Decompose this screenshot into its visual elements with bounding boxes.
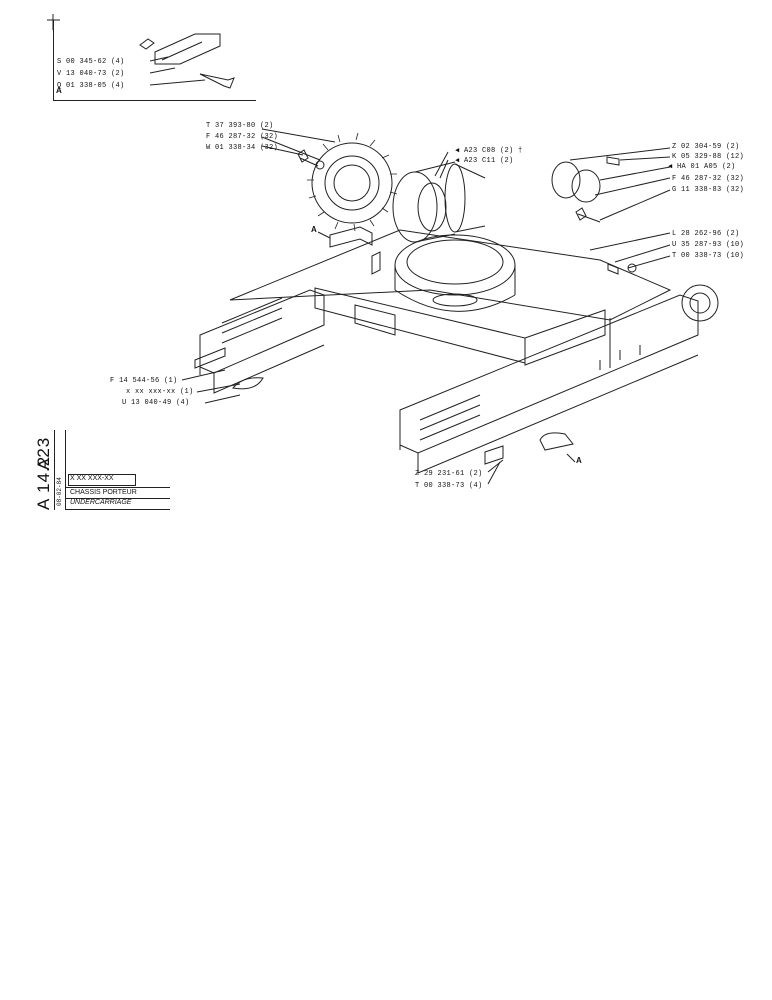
inset-label-2: V 13 040-73 (2) [57,70,125,78]
callout-bottom-1: Z 29 231-61 (2) [415,470,483,478]
callout-right-6: L 28 262-96 (2) [672,230,740,238]
callout-right-5: G 11 338-83 (32) [672,186,745,194]
callout-right-4: F 46 287-32 (32) [672,175,745,183]
sheet-code-bottom: A 14.2 [34,455,53,510]
callout-ref-c11: ◀ A23 C11 (2) [455,157,514,165]
inset-letter: A [56,86,62,95]
inset-label-1: S 00 345-62 (4) [57,58,125,66]
callout-left-bottom-2: x xx xxx-xx (1) [126,388,194,396]
callout-right-3: ◀ HA 01 A05 (2) [668,163,736,171]
inset-detail-a: A [53,20,256,101]
callout-right-8: T 00 338-73 (10) [672,252,745,260]
callout-right-1: Z 02 304-59 (2) [672,143,740,151]
callout-bolt: W 01 338-34 (32) [206,144,279,152]
title-french: CHASSIS PORTEUR [70,489,137,496]
callout-ref-c08: ◀ A23 C08 (2) † [455,147,523,155]
callout-washer: F 46 287-32 (32) [206,133,279,141]
detail-a-marker-left: A [311,225,317,234]
drawing-date: 08-02-84 [56,477,63,506]
part-number: X XX XXX-XX [70,475,114,482]
detail-a-marker-right: A [576,456,582,465]
callout-right-2: K 05 329-88 (12) [672,153,745,161]
inset-label-3: Q 01 338-05 (4) [57,82,125,90]
callout-sprocket: T 37 393-80 (2) [206,122,274,130]
title-english: UNDERCARRIAGE [70,499,132,506]
callout-bottom-2: T 00 338-73 (4) [415,482,483,490]
part-number-box [68,474,136,486]
callout-right-7: U 35 287-93 (10) [672,241,745,249]
title-block: A23 A 14.2 08-02-84 X XX XXX-XX CHASSIS … [30,430,170,510]
callout-left-bottom-1: F 14 544-56 (1) [110,377,178,385]
callout-left-bottom-3: U 13 040-49 (4) [122,399,190,407]
